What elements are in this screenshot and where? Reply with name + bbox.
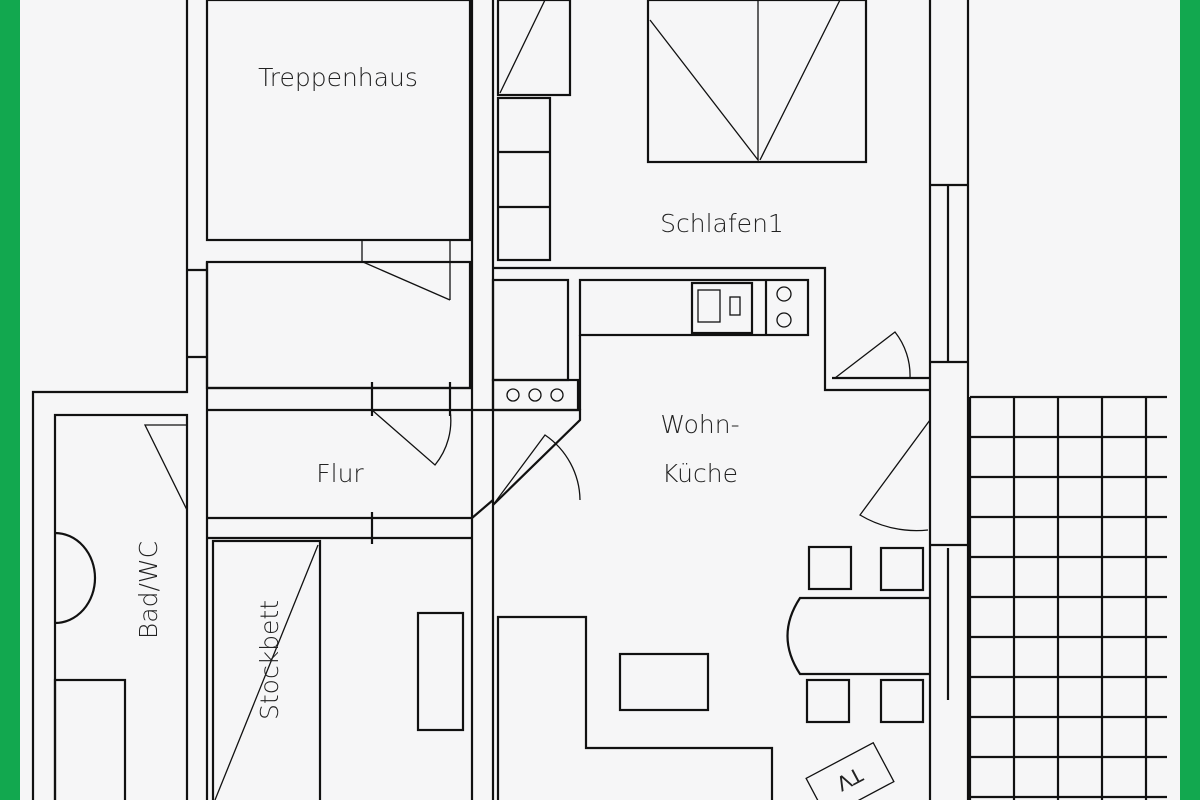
- bunk-bed: [211, 539, 322, 800]
- storage-room: [205, 260, 472, 390]
- chair: [807, 545, 853, 591]
- dining-table: [786, 596, 930, 676]
- bathroom-label: Bad/WC: [134, 541, 163, 639]
- plan-paper: [20, 0, 1180, 800]
- wardrobe: [496, 0, 572, 97]
- kitchen-counter: [578, 278, 810, 337]
- door-swing: [371, 409, 452, 466]
- sink: [690, 281, 754, 335]
- chair: [879, 678, 925, 724]
- desk: [416, 611, 465, 732]
- door-swing: [492, 434, 581, 506]
- terrace-tiles: [968, 395, 1167, 800]
- bedroom-label: Schlafen1: [660, 209, 784, 238]
- washbasin: [54, 531, 97, 625]
- door-swing: [834, 331, 911, 379]
- bunk-bed-label: Stockbett: [255, 600, 284, 720]
- stairwell-label: Treppenhaus: [258, 63, 418, 92]
- door-swing: [361, 240, 451, 301]
- hallway-label: Flur: [316, 459, 364, 488]
- living-kitchen-label-line2: Küche: [662, 459, 738, 488]
- door-swing: [859, 419, 931, 532]
- double-bed: [646, 0, 868, 164]
- door-swing: [143, 424, 188, 511]
- living-kitchen-label-line1: Wohn-: [660, 410, 739, 439]
- bathroom-room: [53, 413, 189, 800]
- shower: [53, 678, 127, 800]
- chair: [879, 546, 925, 592]
- sofa: [496, 615, 774, 800]
- coffee-table: [618, 652, 710, 712]
- stairwell-room: [205, 0, 472, 242]
- cooktop: [491, 378, 580, 412]
- shelf: [496, 96, 552, 262]
- chair: [805, 678, 851, 724]
